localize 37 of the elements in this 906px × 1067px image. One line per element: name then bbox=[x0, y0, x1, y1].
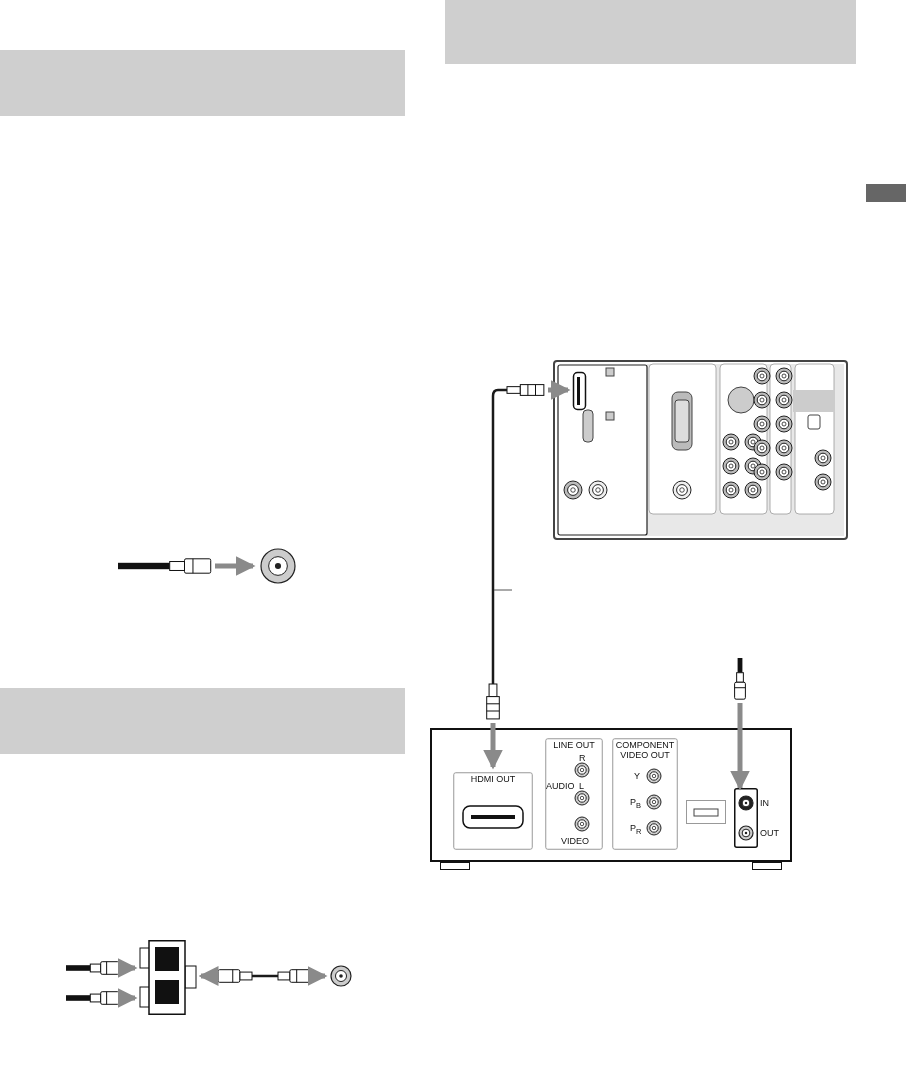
arrow bbox=[215, 556, 256, 576]
component-panel bbox=[612, 738, 678, 850]
coax-plug bbox=[734, 658, 746, 700]
hdmi-port bbox=[573, 372, 586, 410]
arrow bbox=[117, 988, 138, 1008]
arrow bbox=[307, 966, 328, 986]
arrow bbox=[117, 958, 138, 978]
jack-label: Y bbox=[634, 771, 640, 781]
jack-label: IN bbox=[760, 798, 769, 808]
splitter bbox=[140, 940, 196, 1015]
jack-label: L bbox=[579, 781, 584, 791]
jack-label: OUT bbox=[760, 828, 779, 838]
remote-port-panel bbox=[686, 800, 726, 824]
panel-label: HDMI OUT bbox=[469, 774, 517, 784]
jack-label: R bbox=[579, 753, 586, 763]
arrow bbox=[198, 966, 219, 986]
coax-plug bbox=[118, 558, 212, 574]
hdmi-plug bbox=[486, 684, 500, 720]
jack-label: P$_{R}$ bbox=[630, 823, 642, 837]
coax-jack bbox=[258, 548, 298, 584]
coax-jack bbox=[330, 964, 352, 988]
jack-label: VIDEO bbox=[561, 836, 589, 846]
arrow bbox=[730, 703, 750, 791]
coax-plug bbox=[66, 961, 120, 975]
arrow bbox=[548, 380, 571, 400]
jack-label: AUDIO bbox=[546, 781, 575, 791]
hdmi-out-panel bbox=[453, 772, 533, 850]
coax-plug bbox=[66, 991, 120, 1005]
coax-plug bbox=[217, 969, 252, 983]
cable bbox=[252, 974, 278, 978]
set-top-box bbox=[430, 728, 792, 862]
line-out-panel bbox=[545, 738, 603, 850]
panel-label: COMPONENT VIDEO OUT bbox=[614, 740, 676, 760]
panel-label: LINE OUT bbox=[552, 740, 596, 750]
jack-label: P$_{B}$ bbox=[630, 797, 642, 811]
arrow bbox=[483, 723, 503, 770]
hdmi-plug bbox=[507, 384, 545, 396]
